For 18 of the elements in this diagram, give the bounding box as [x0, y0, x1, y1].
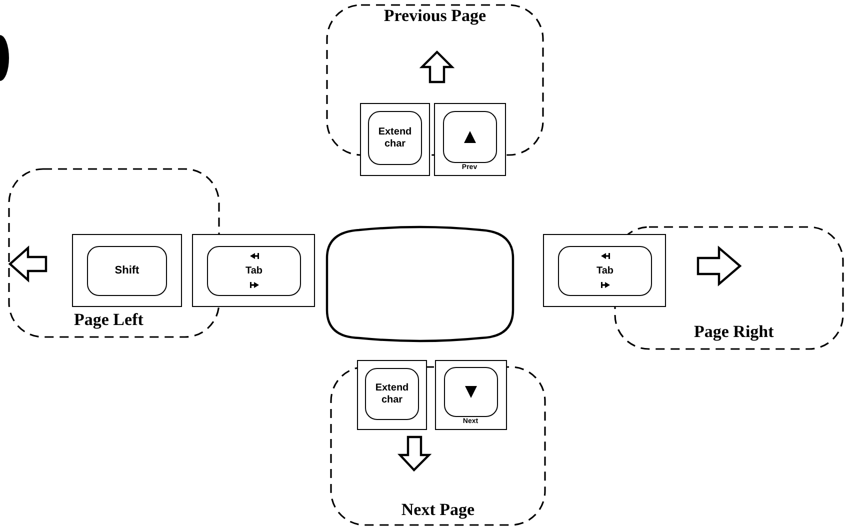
- region-title: Page Left: [74, 310, 144, 330]
- key-frame: [72, 234, 182, 307]
- key-label: Extend char: [377, 126, 413, 150]
- key-label: Extend char: [374, 382, 410, 406]
- screen-display: [325, 228, 515, 340]
- key-label: Tab: [595, 265, 615, 277]
- key-frame: [357, 360, 427, 430]
- region-title: Next Page: [400, 500, 476, 520]
- key-label: Shift: [114, 264, 140, 278]
- key-frame: [434, 103, 506, 176]
- key-frame: [192, 234, 315, 307]
- region-title: Previous Page: [382, 6, 488, 26]
- key-frame: [543, 234, 666, 307]
- key-frame: [435, 360, 507, 430]
- region-title: Page Right: [694, 322, 774, 342]
- key-label: Tab: [244, 265, 264, 277]
- dashed-region: [8, 168, 220, 338]
- key-frame: [360, 103, 430, 176]
